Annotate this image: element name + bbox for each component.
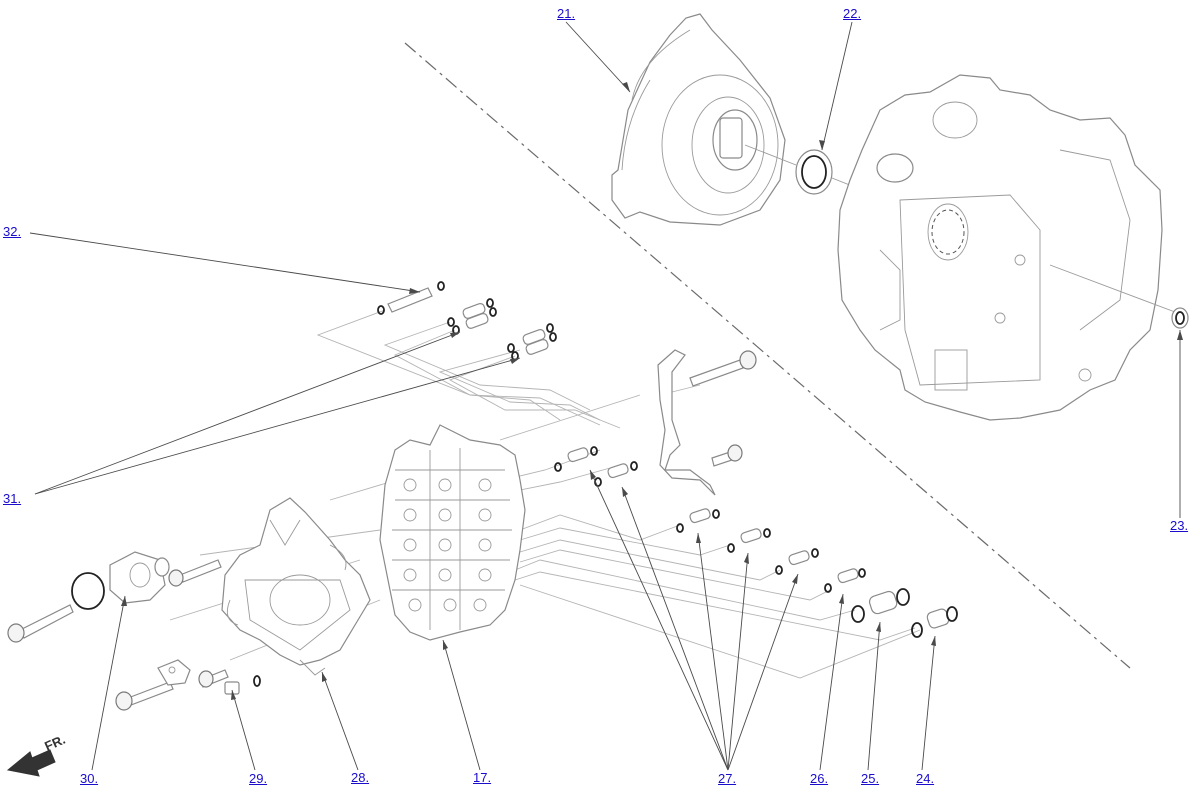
callout-24[interactable]: 24. [916, 771, 935, 786]
bolt-top-right [689, 350, 757, 387]
callout-28[interactable]: 28. [351, 770, 370, 785]
solenoid-30 [109, 551, 170, 604]
housing-axis-line [1049, 264, 1176, 313]
callout-29[interactable]: 29. [249, 771, 268, 786]
callout-30[interactable]: 30. [80, 771, 99, 786]
wire-bracket [657, 349, 716, 496]
converter-axis-line [744, 144, 797, 166]
roller-set-27d [727, 528, 771, 553]
separator-line [404, 42, 1131, 669]
bolt-mid-upper [168, 559, 222, 587]
callout-31[interactable]: 31. [3, 491, 22, 506]
bolt-left [7, 604, 74, 643]
callout-22[interactable]: 22. [843, 6, 862, 21]
bolt-short [711, 444, 743, 467]
o-ring-30 [71, 572, 105, 610]
roller-set-27a [554, 446, 598, 472]
filter-set-31-upper [447, 298, 497, 335]
callout-25[interactable]: 25. [861, 771, 880, 786]
callout-26[interactable]: 26. [810, 771, 829, 786]
roller-set-27b [594, 461, 638, 487]
bolt-lower [115, 681, 174, 711]
roller-set-27e [775, 548, 819, 575]
sensor-29 [224, 675, 261, 695]
plug-25 [851, 588, 910, 623]
leader-arrowheads [121, 82, 1183, 700]
front-direction-arrow-icon [6, 749, 56, 777]
roller-set-27c [676, 508, 720, 533]
small-seal [1171, 307, 1189, 329]
valve-body [379, 424, 526, 641]
plug-24 [911, 606, 958, 638]
callout-21[interactable]: 21. [557, 6, 576, 21]
callout-17[interactable]: 17. [473, 770, 492, 785]
leader-lines [29, 21, 1181, 771]
bracket-plate [157, 659, 229, 688]
harness-bracket [221, 497, 371, 676]
callout-23[interactable]: 23. [1170, 518, 1189, 533]
callout-27[interactable]: 27. [718, 771, 737, 786]
torque-converter [611, 13, 786, 226]
filter-set-31-lower [507, 323, 557, 361]
callout-32[interactable]: 32. [3, 224, 22, 239]
roller-26 [824, 568, 866, 593]
pin-32 [377, 281, 445, 315]
oil-seal [795, 149, 833, 195]
transmission-housing [837, 74, 1163, 421]
